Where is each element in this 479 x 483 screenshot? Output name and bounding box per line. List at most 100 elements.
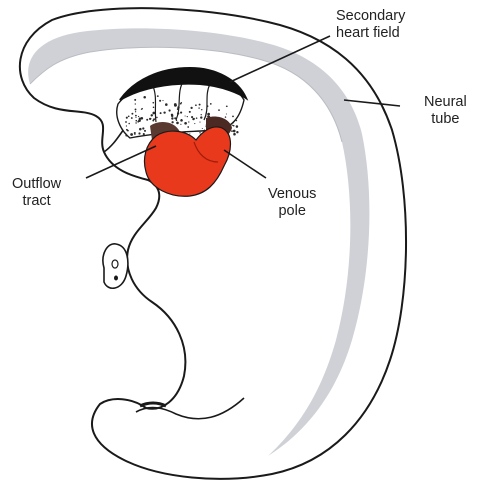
speckle-dot [137,121,139,123]
speckle-dot [218,109,220,111]
label-secondary-heart-field-line1: Secondary [336,8,405,25]
speckle-dot [152,112,155,115]
speckle-dot [233,122,234,123]
speckle-dot [233,133,236,136]
speckle-dot [165,103,168,106]
speckle-dot [150,118,151,119]
speckle-dot [141,108,143,110]
speckle-dot [236,120,237,121]
speckle-dot [131,117,133,119]
label-neural-tube: Neural tube [424,94,467,128]
speckle-dot [236,131,238,133]
speckle-dot [201,114,202,115]
label-venous-pole-line2: pole [268,203,316,220]
speckle-dot [140,117,143,120]
speckle-dot [135,122,136,123]
speckle-dot [138,116,139,117]
speckle-dot [127,130,129,132]
speckle-dot [156,117,158,119]
speckle-dot [126,125,127,126]
speckle-dot [231,130,233,132]
speckle-dot [169,109,171,111]
speckle-dot [174,117,176,119]
tail-fold [140,403,166,406]
label-outflow-tract-line1: Outflow [12,176,61,193]
speckle-dot [207,105,209,107]
otic-vesicle [103,244,128,288]
speckle-dot [200,116,202,118]
speckle-dot [232,125,233,126]
speckle-dot [194,123,195,124]
speckle-dot [138,132,140,134]
speckle-dot [210,103,212,105]
speckle-dot [199,122,200,123]
label-neural-tube-line2: tube [424,111,467,128]
speckle-dot [190,107,192,109]
speckle-dot [128,115,130,117]
speckle-dot [125,134,127,136]
speckle-dot [134,99,136,101]
speckle-dot [130,133,133,136]
speckle-dot [174,103,177,106]
speckle-dot [135,103,136,104]
speckle-dot [131,113,133,115]
label-secondary-heart-field: Secondary heart field [336,8,405,42]
speckle-dot [180,112,182,114]
speckle-dot [135,109,137,111]
label-venous-pole: Venous pole [268,186,316,220]
speckle-dot [134,133,135,134]
speckle-dot [196,117,198,119]
speckle-dot [187,126,189,128]
speckle-dot [225,116,226,117]
speckle-dot [143,96,146,99]
speckle-dot [176,120,177,121]
speckle-dot [171,117,173,119]
speckle-dot [198,107,199,108]
speckle-dot [162,100,163,101]
speckle-dot [194,118,195,119]
speckle-dot [163,111,165,113]
speckle-dot [135,120,137,122]
speckle-dot [236,126,237,127]
label-outflow-tract-line2: tract [12,193,61,210]
speckle-dot [195,104,197,106]
speckle-dot [125,121,127,123]
speckle-dot [153,107,155,109]
speckle-dot [151,115,153,117]
speckle-dot [135,111,136,112]
speckle-dot [176,122,179,125]
speckle-dot [201,109,202,110]
speckle-dot [144,130,146,132]
speckle-dot [177,108,179,110]
speckle-dot [153,118,155,120]
speckle-dot [191,116,193,118]
speckle-dot [233,125,235,127]
speckle-dot [181,120,183,122]
speckle-dot [159,100,161,102]
speckle-dot [142,127,144,129]
speckle-dot [128,123,130,125]
speckle-dot [185,115,186,116]
speckle-dot [135,115,137,117]
speckle-dot [189,111,191,113]
speckle-dot [180,124,181,125]
speckle-dot [135,117,136,118]
speckle-dot [187,116,188,117]
label-venous-pole-line1: Venous [268,186,316,203]
speckle-dot [139,128,142,131]
label-outflow-tract: Outflow tract [12,176,61,210]
speckle-dot [157,95,159,97]
speckle-dot [152,102,154,104]
speckle-dot [143,133,145,135]
speckle-dot [233,130,236,133]
speckle-dot [171,115,173,117]
speckle-dot [184,122,187,125]
label-neural-tube-line1: Neural [424,94,467,111]
speckle-dot [189,133,190,134]
speckle-dot [202,128,203,129]
speckle-dot [207,113,210,116]
speckle-dot [180,103,182,105]
speckle-dot [226,113,227,114]
